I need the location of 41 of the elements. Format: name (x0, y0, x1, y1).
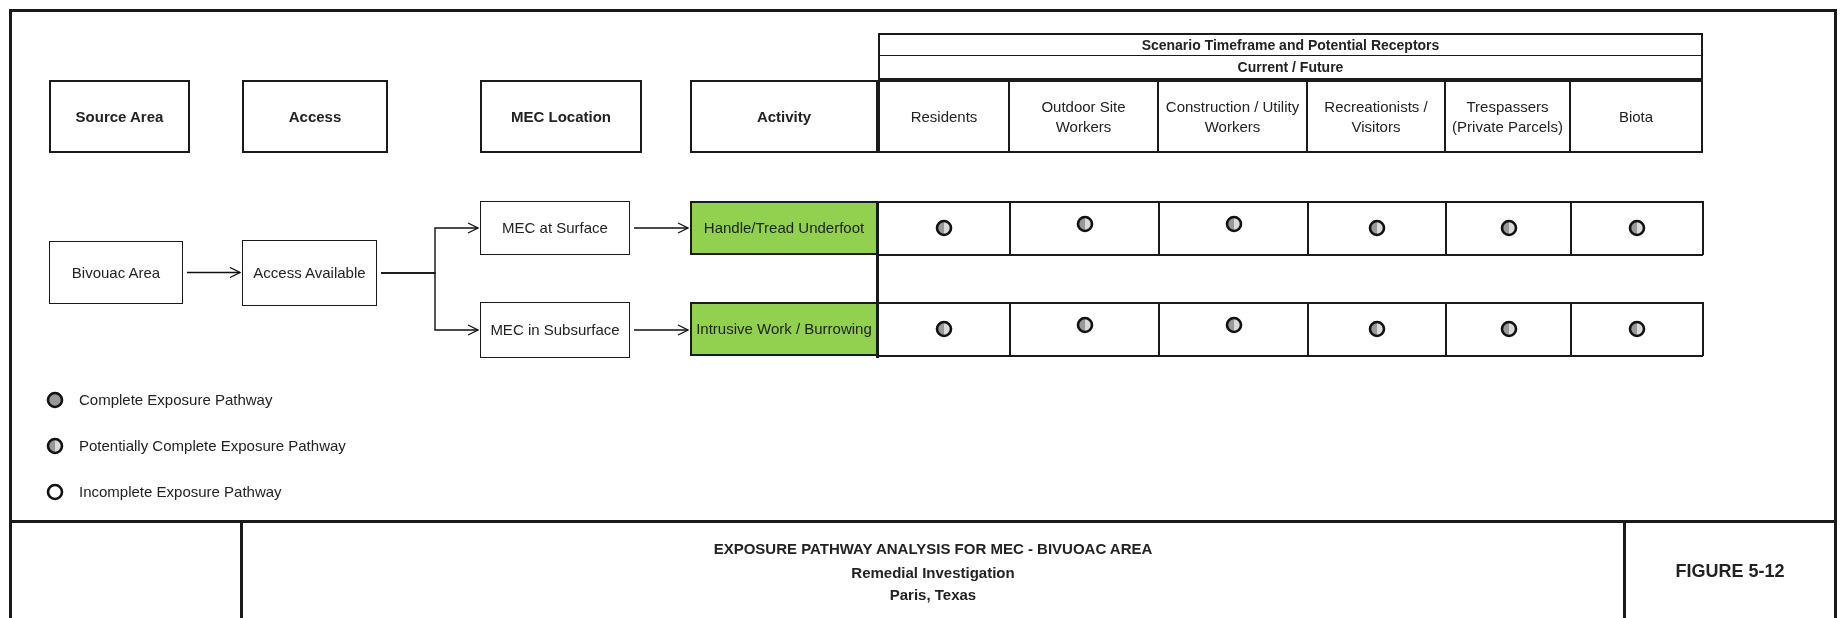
half-filled-circle-icon (1076, 215, 1094, 233)
figure-number: FIGURE 5-12 (1674, 561, 1786, 582)
arrow (380, 272, 479, 336)
half-filled-circle-icon (1368, 219, 1386, 237)
receptor-header: Residents (878, 80, 1010, 153)
half-filled-circle-icon (935, 320, 953, 338)
process-box: MEC in Subsurface (480, 302, 630, 358)
half-filled-circle-icon (1628, 219, 1646, 237)
subtitle: Remedial Investigation (850, 564, 1016, 581)
half-filled-circle-icon (1500, 320, 1518, 338)
column-header: Activity (690, 80, 878, 153)
half-filled-circle-icon (1500, 219, 1518, 237)
half-filled-circle-icon (1225, 215, 1243, 233)
activity-box: Intrusive Work / Burrowing (690, 302, 878, 356)
column-header: Access (242, 80, 388, 153)
column-header: Source Area (49, 80, 190, 153)
half-filled-circle-icon (1076, 316, 1094, 334)
process-box: Bivouac Area (49, 241, 183, 304)
figure-title: EXPOSURE PATHWAY ANALYSIS FOR MEC - BIVUOAC AREA (712, 540, 1154, 557)
legend-text: Incomplete Exposure Pathway (79, 483, 282, 500)
table-header-band: Scenario Timeframe and Potential Receptors (878, 33, 1703, 57)
process-box: Access Available (242, 240, 377, 306)
half-filled-circle-icon (1368, 320, 1386, 338)
process-box: MEC at Surface (480, 201, 630, 255)
half-filled-circle-icon (1628, 320, 1646, 338)
arrow (633, 324, 689, 336)
receptor-header: Biota (1571, 80, 1703, 153)
receptor-header: Construction / Utility Workers (1159, 80, 1308, 153)
half-filled-circle-icon (1225, 316, 1243, 334)
arrow (186, 266, 241, 279)
receptor-header: Recreationists / Visitors (1308, 80, 1446, 153)
receptor-header: Trespassers (Private Parcels) (1446, 80, 1571, 153)
arrow (633, 222, 689, 234)
column-header: MEC Location (480, 80, 642, 153)
activity-box: Handle/Tread Underfoot (690, 201, 878, 255)
half-filled-circle-icon (935, 219, 953, 237)
location-text: Paris, Texas (888, 586, 978, 603)
legend-text: Complete Exposure Pathway (79, 391, 273, 408)
legend-text: Potentially Complete Exposure Pathway (79, 437, 346, 454)
receptor-header: Outdoor Site Workers (1010, 80, 1159, 153)
table-header-band: Current / Future (878, 56, 1703, 80)
